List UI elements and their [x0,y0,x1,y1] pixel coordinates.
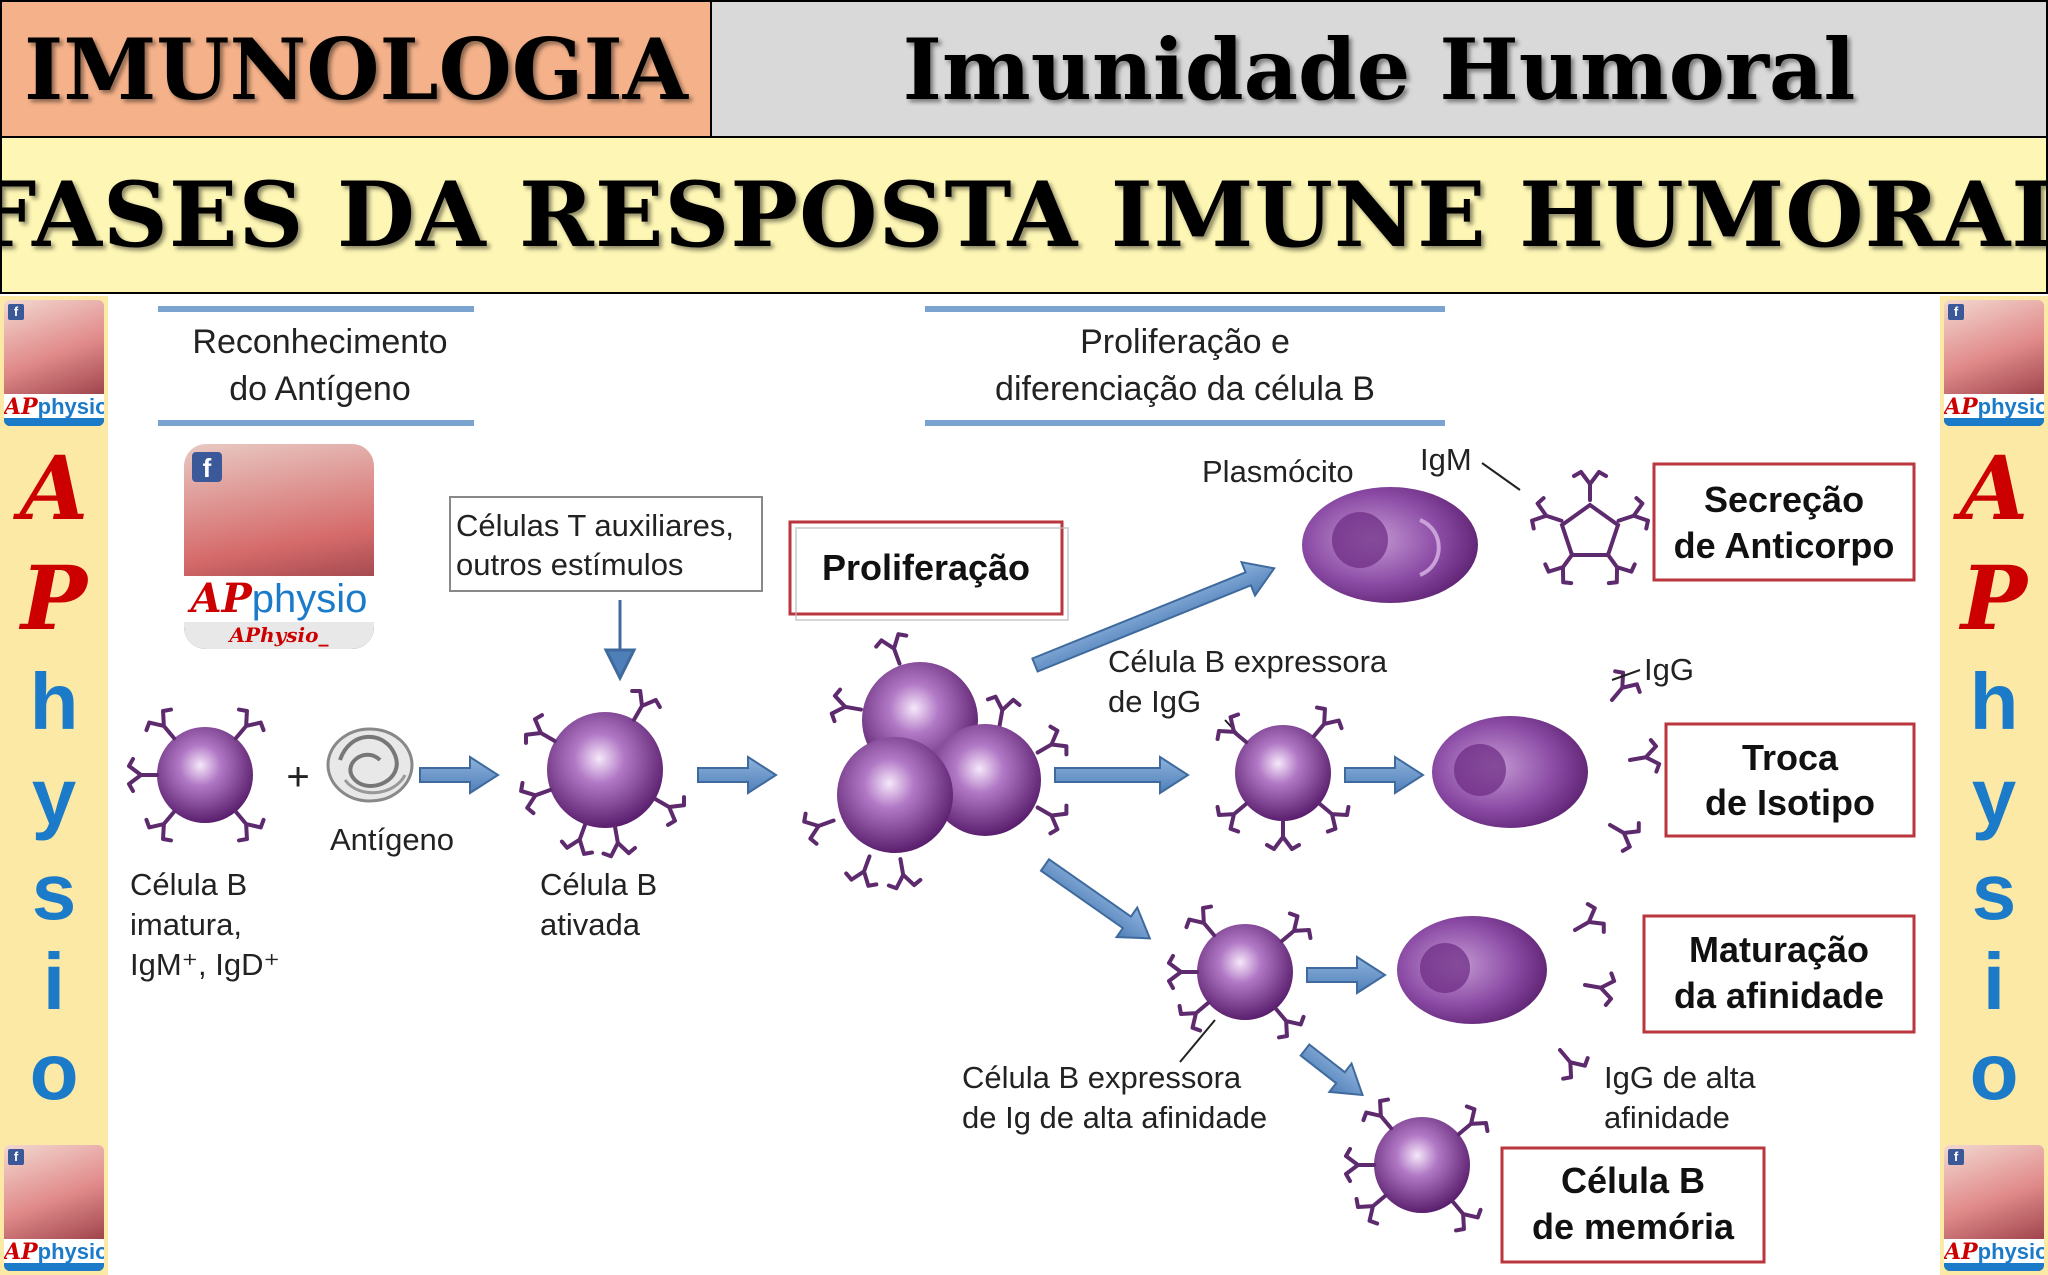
down-arrow [603,600,637,682]
high-affinity-cell-label: Célula B expressora [962,1060,1242,1095]
igg-high-affinity-label: afinidade [1604,1100,1730,1135]
arrow [1344,756,1424,794]
facebook-icon: f [8,1149,24,1165]
high-affinity-plasma-cell [1397,900,1618,1084]
svg-text:diferenciação da célula B: diferenciação da célula B [995,370,1375,408]
phase-recognition: Reconhecimento do Antígeno [158,306,474,426]
facebook-icon: f [192,452,222,483]
arrow-to-high-affinity-cell [1039,857,1152,940]
vertical-letter: y [31,752,77,841]
svg-text:da afinidade: da afinidade [1674,975,1884,1016]
svg-text:Células T auxiliares,: Células T auxiliares, [456,508,734,543]
plasmocyte-cell [1302,487,1478,603]
igg-high-affinity-label: IgG de alta [1604,1060,1756,1095]
outcome-isotype-switch: Troca de Isotipo [1664,722,1916,838]
igg-expressing-b-cell [1212,702,1354,851]
igm-pointer [1481,462,1521,491]
svg-text:do Antígeno: do Antígeno [229,370,411,408]
high-affinity-cell-label: de Ig de alta afinidade [962,1100,1267,1135]
humoral-response-diagram: Reconhecimento do Antígeno Proliferação … [127,306,1916,1264]
high-affinity-b-cell [1167,901,1316,1043]
aphysio-logo: f APphysio APhysio_ [184,444,374,649]
vertical-letter: s [1971,847,2017,936]
topic-title: Imunidade Humoral [902,19,1856,119]
phase-proliferation: Proliferação e diferenciação da célula B [925,306,1445,426]
aphysio-logo: f APphysio [4,300,104,426]
vertical-letter: o [29,1027,79,1116]
vertical-letter: i [1982,937,2006,1026]
aphysio-logo: f APphysio [1944,1145,2044,1271]
instagram-handle: APhysio_ [184,622,374,649]
arrow-to-igg-cell [1054,755,1190,795]
right-brand-strip: f APphysio A P h y s i o f APphysio [1940,296,2048,1275]
svg-text:Maturação: Maturação [1689,929,1869,970]
page-title-banner: FASES DA RESPOSTA IMUNE HUMORAL [0,136,2048,294]
igg-plasma-cell [1432,666,1663,855]
vertical-letter: h [1969,657,2019,746]
svg-text:de Isotipo: de Isotipo [1705,782,1875,823]
svg-text:Troca: Troca [1742,737,1839,778]
activated-cell-label: Célula B [540,867,657,902]
igm-pentamer [1527,470,1653,586]
activated-cell-label: ativada [540,907,641,942]
proliferation-box: Proliferação [788,520,1069,621]
svg-text:Célula B: Célula B [1561,1160,1705,1201]
facebook-icon: f [1948,304,1964,320]
vertical-letter: h [29,657,79,746]
subject-title: IMUNOLOGIA [24,19,688,119]
svg-text:de memória: de memória [1532,1206,1735,1247]
igg-cell-label: Célula B expressora [1108,644,1388,679]
left-brand-strip: f APphysio A P h y s i o f APphysio [0,296,108,1275]
vertical-letter: s [31,847,77,936]
facebook-icon: f [8,304,24,320]
aphysio-logo: f APphysio [4,1145,104,1271]
proliferating-b-cells [799,629,1072,892]
vertical-letter: A [19,436,89,540]
svg-text:Proliferação: Proliferação [822,547,1030,588]
vertical-letter: i [42,937,66,1026]
igg-label: IgG [1644,652,1694,687]
outcome-antibody-secretion: Secreção de Anticorpo [1652,462,1916,582]
antigen-label: Antígeno [330,822,454,857]
facebook-icon: f [1948,1149,1964,1165]
helper-t-cells-box: Células T auxiliares, outros estímulos [449,496,763,592]
igm-label: IgM [1420,442,1472,477]
subject-banner: IMUNOLOGIA [0,0,712,138]
outcome-memory-b-cell: Célula B de memória [1500,1146,1766,1264]
immature-cell-label: Célula B [130,867,247,902]
vertical-letter: y [1971,752,2017,841]
arrow [697,756,777,794]
igg-cell-label: de IgG [1108,684,1201,719]
arrow [1306,956,1386,994]
immature-b-cell [127,704,269,846]
svg-text:Proliferação e: Proliferação e [1080,323,1290,361]
arrow-to-plasmocyte [1031,560,1276,673]
plasmocyte-label: Plasmócito [1202,454,1354,489]
vertical-letter: A [1959,436,2029,540]
arrow-to-memory-cell [1299,1043,1364,1097]
vertical-letter: o [1969,1027,2019,1116]
vertical-letter: P [20,546,88,650]
outcome-affinity-maturation: Maturação da afinidade [1642,914,1916,1034]
svg-text:Reconhecimento: Reconhecimento [192,323,447,361]
topic-banner: Imunidade Humoral [710,0,2048,138]
memory-b-cell [1344,1094,1493,1236]
activated-b-cell [516,685,690,860]
svg-text:de Anticorpo: de Anticorpo [1674,525,1895,566]
immature-cell-label: imatura, [130,907,242,942]
antigen-icon [326,727,414,803]
plus-sign: + [286,755,309,799]
arrow [419,756,499,794]
svg-text:Secreção: Secreção [1704,479,1864,520]
page-title: FASES DA RESPOSTA IMUNE HUMORAL [0,162,2048,268]
svg-text:outros estímulos: outros estímulos [456,547,683,582]
vertical-letter: P [1960,546,2028,650]
aphysio-logo: f APphysio [1944,300,2044,426]
immature-cell-label: IgM⁺, IgD⁺ [130,947,280,982]
